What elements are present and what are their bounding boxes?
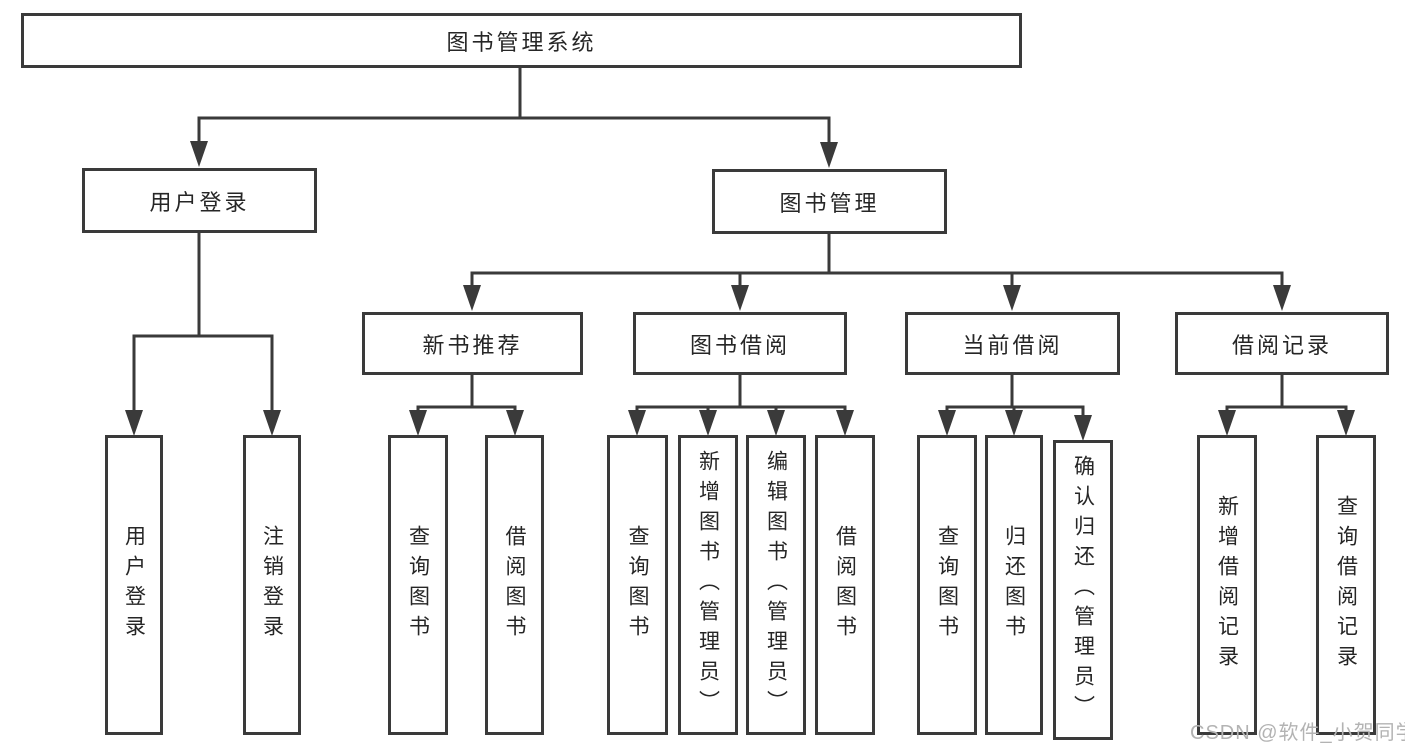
node-book-management: 图书管理 bbox=[712, 169, 947, 234]
leaf-borrow-borrow-books: 借阅图书 bbox=[815, 435, 875, 735]
leaf-recommend-borrow-books: 借阅图书 bbox=[485, 435, 544, 735]
leaf-recommend-borrow-books-label: 借阅图书 bbox=[503, 525, 526, 645]
leaf-records-query-record: 查询借阅记录 bbox=[1316, 435, 1376, 735]
leaf-borrow-query-books-label: 查询图书 bbox=[626, 525, 649, 645]
csdn-watermark: CSDN @软件_小贺同学 bbox=[1190, 722, 1405, 744]
leaf-recommend-query-books-label: 查询图书 bbox=[406, 525, 430, 645]
leaf-user-login-label: 用户登录 bbox=[122, 525, 146, 645]
node-borrow-records-label: 借阅记录 bbox=[1231, 332, 1332, 358]
leaf-borrow-add-books-admin-label: 新增图书（管理员） bbox=[696, 450, 720, 720]
node-user-login: 用户登录 bbox=[82, 168, 317, 233]
leaf-borrow-query-books: 查询图书 bbox=[607, 435, 668, 735]
leaf-current-query-books-label: 查询图书 bbox=[935, 525, 959, 645]
leaf-current-return-books: 归还图书 bbox=[985, 435, 1043, 735]
leaf-records-query-record-label: 查询借阅记录 bbox=[1334, 495, 1358, 675]
node-root: 图书管理系统 bbox=[21, 13, 1022, 68]
leaf-current-return-books-label: 归还图书 bbox=[1002, 525, 1026, 645]
leaf-logout: 注销登录 bbox=[243, 435, 301, 735]
leaf-borrow-borrow-books-label: 借阅图书 bbox=[833, 525, 857, 645]
leaf-records-add-record-label: 新增借阅记录 bbox=[1215, 495, 1239, 675]
leaf-records-add-record: 新增借阅记录 bbox=[1197, 435, 1257, 735]
node-current-borrow: 当前借阅 bbox=[905, 312, 1120, 375]
leaf-borrow-add-books-admin: 新增图书（管理员） bbox=[678, 435, 738, 735]
leaf-borrow-edit-books-admin-label: 编辑图书（管理员） bbox=[764, 450, 788, 720]
node-current-borrow-label: 当前借阅 bbox=[962, 332, 1063, 358]
node-user-login-label: 用户登录 bbox=[149, 189, 250, 215]
node-book-borrow: 图书借阅 bbox=[633, 312, 847, 375]
node-book-borrow-label: 图书借阅 bbox=[689, 332, 790, 358]
leaf-current-confirm-return-admin: 确认归还（管理员） bbox=[1053, 440, 1113, 740]
node-new-book-recommend: 新书推荐 bbox=[362, 312, 583, 375]
leaf-user-login: 用户登录 bbox=[105, 435, 163, 735]
leaf-logout-label: 注销登录 bbox=[260, 525, 284, 645]
node-book-management-label: 图书管理 bbox=[779, 190, 880, 216]
node-new-book-recommend-label: 新书推荐 bbox=[422, 332, 523, 358]
node-borrow-records: 借阅记录 bbox=[1175, 312, 1389, 375]
leaf-recommend-query-books: 查询图书 bbox=[388, 435, 448, 735]
leaf-current-confirm-return-admin-label: 确认归还（管理员） bbox=[1071, 455, 1095, 725]
leaf-current-query-books: 查询图书 bbox=[917, 435, 977, 735]
node-root-label: 图书管理系统 bbox=[446, 29, 597, 55]
leaf-borrow-edit-books-admin: 编辑图书（管理员） bbox=[746, 435, 806, 735]
